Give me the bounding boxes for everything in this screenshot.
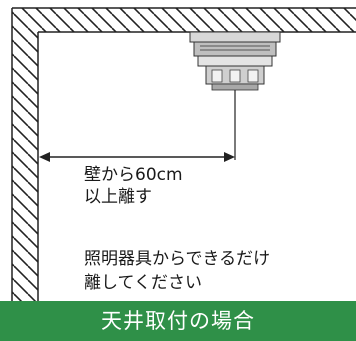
ceiling-hatch [12,8,356,32]
caption-bar: 天井取付の場合 [0,301,356,341]
wall-hatch [12,8,38,303]
smoke-detector-icon [189,31,281,91]
dimension-arrow [39,152,235,162]
lighting-note-line2: 離してください [84,273,202,293]
distance-label-line2: 以上離す [84,187,152,207]
room-interior [38,32,356,303]
lighting-note-line1: 照明器具からできるだけ [84,249,271,269]
distance-label-line1: 壁から60cm [84,165,183,185]
